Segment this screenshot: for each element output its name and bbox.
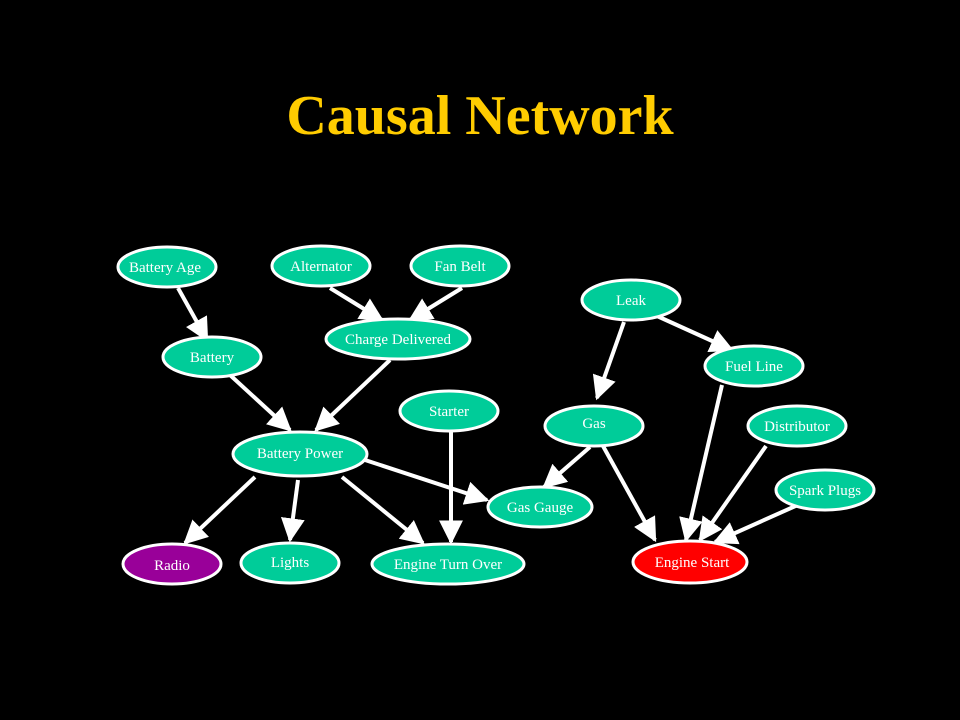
node-label: Leak xyxy=(616,293,646,309)
node-radio[interactable]: Radio xyxy=(121,542,223,586)
node-leak[interactable]: Leak xyxy=(580,278,682,322)
edge-battery-power-to-engine-turn-over xyxy=(340,475,425,545)
node-battery-power[interactable]: Battery Power xyxy=(231,430,369,478)
node-label: Gas Gauge xyxy=(507,500,574,516)
node-label: Gas xyxy=(582,416,605,432)
edge-fuel-line-to-engine-start xyxy=(679,384,724,543)
node-label: Engine Turn Over xyxy=(394,557,502,573)
edge-distributor-to-engine-start xyxy=(698,444,768,542)
node-distributor[interactable]: Distributor xyxy=(746,404,848,448)
edge-battery-power-to-gas-gauge xyxy=(364,458,490,505)
node-alternator[interactable]: Alternator xyxy=(270,244,372,288)
edge-fan-belt-to-charge-delivered xyxy=(407,286,464,322)
node-label: Fan Belt xyxy=(434,259,486,275)
edge-leak-to-gas xyxy=(592,321,626,401)
node-starter[interactable]: Starter xyxy=(398,389,500,433)
edge-battery-to-battery-power xyxy=(228,373,292,432)
node-gas[interactable]: Gas xyxy=(543,404,645,448)
node-fuel-line[interactable]: Fuel Line xyxy=(703,344,805,388)
node-gas-gauge[interactable]: Gas Gauge xyxy=(486,485,594,529)
node-label: Spark Plugs xyxy=(789,483,861,499)
edge-leak-to-fuel-line xyxy=(656,314,735,353)
node-fan-belt[interactable]: Fan Belt xyxy=(409,244,511,288)
edges xyxy=(176,286,801,545)
node-label: Battery Age xyxy=(129,260,201,276)
edge-charge-delivered-to-battery-power xyxy=(314,358,392,432)
edge-alternator-to-charge-delivered xyxy=(328,286,385,322)
edge-spark-plugs-to-engine-start xyxy=(712,502,801,545)
node-label: Distributor xyxy=(764,419,830,435)
edge-gas-to-gas-gauge xyxy=(542,445,592,489)
node-label: Starter xyxy=(429,404,469,420)
node-engine-turn-over[interactable]: Engine Turn Over xyxy=(370,542,526,586)
node-lights[interactable]: Lights xyxy=(239,541,341,585)
node-spark-plugs[interactable]: Spark Plugs xyxy=(774,468,876,512)
node-label: Battery Power xyxy=(257,446,343,462)
node-label: Battery xyxy=(190,350,235,366)
node-label: Charge Delivered xyxy=(345,332,451,348)
node-label: Radio xyxy=(154,558,190,574)
edge-battery-age-to-battery xyxy=(176,287,209,343)
node-label: Alternator xyxy=(290,259,352,275)
edge-gas-to-engine-start xyxy=(601,445,657,543)
node-engine-start[interactable]: Engine Start xyxy=(631,539,749,585)
node-label: Lights xyxy=(271,555,309,571)
node-charge-delivered[interactable]: Charge Delivered xyxy=(324,317,472,361)
node-battery[interactable]: Battery xyxy=(161,335,263,379)
node-label: Engine Start xyxy=(655,555,730,571)
slide-title: Causal Network xyxy=(286,85,674,147)
node-battery-age[interactable]: Battery Age xyxy=(116,245,218,289)
edge-battery-power-to-radio xyxy=(183,475,257,545)
edge-battery-power-to-lights xyxy=(280,479,305,543)
nodes: Battery Age Alternator Fan Belt Charge D… xyxy=(116,244,876,586)
node-label: Fuel Line xyxy=(725,359,783,375)
